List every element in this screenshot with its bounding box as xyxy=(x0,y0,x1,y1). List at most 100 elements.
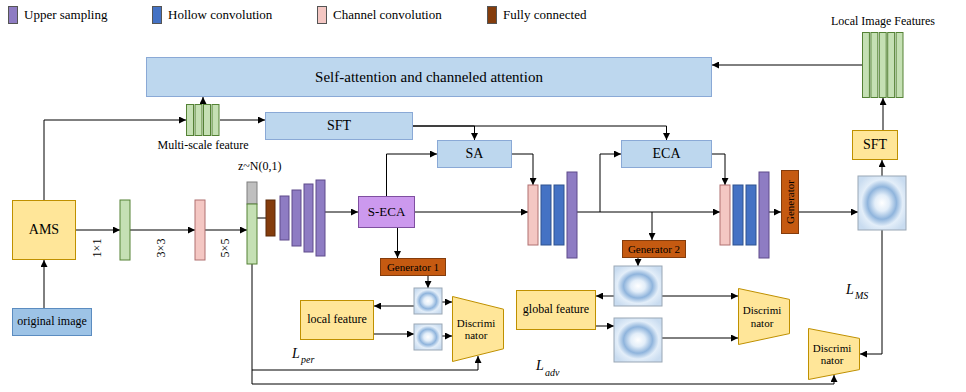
hollow-conv-bar xyxy=(733,185,743,245)
loss-subscript: per xyxy=(301,354,314,365)
node-text: local feature xyxy=(307,313,367,326)
legend-swatch xyxy=(317,6,327,24)
trapezoid-shape xyxy=(809,329,860,380)
node-text: ECA xyxy=(653,146,681,161)
feature-stack: Multi-scale feature xyxy=(186,104,220,136)
legend-swatch xyxy=(152,6,162,24)
legend-text: Channel convolution xyxy=(333,7,442,23)
attention-band: Self-attention and channeled attention xyxy=(146,57,712,97)
feature-bar xyxy=(247,204,257,264)
generator-box: Generator xyxy=(781,170,799,234)
fully-connected-bar xyxy=(266,200,275,236)
upsampling-bar xyxy=(567,172,577,258)
legend-item: Upper sampling xyxy=(8,6,107,24)
feature-bar xyxy=(120,200,130,260)
flow-line xyxy=(512,154,533,185)
node-text: Generator 2 xyxy=(628,243,680,255)
process-box: local feature xyxy=(300,300,374,340)
flow-line xyxy=(325,212,358,213)
flow-line xyxy=(130,230,195,231)
generated-image xyxy=(614,266,662,306)
connector-arrow xyxy=(387,154,438,196)
loss-line xyxy=(252,356,478,370)
node-text: SA xyxy=(466,146,484,161)
flow-line xyxy=(374,334,414,335)
node-text: S-ECA xyxy=(368,205,406,219)
feature-bar xyxy=(863,33,870,98)
flow-line xyxy=(442,336,452,337)
flow-line xyxy=(769,212,781,213)
discriminator-trapezoid: Discrimi nator xyxy=(452,296,504,362)
noise-label: z~N(0,1) xyxy=(238,160,281,173)
feature-bar xyxy=(195,105,202,136)
flow-line xyxy=(442,302,452,303)
legend-swatch xyxy=(8,6,18,24)
process-box: global feature xyxy=(516,290,596,330)
node-text: Discrimi nator xyxy=(454,317,498,341)
feature-bars xyxy=(862,32,904,98)
node-text: original image xyxy=(17,315,87,328)
node-text: Generator 1 xyxy=(387,261,439,273)
generator-box: Generator 2 xyxy=(622,240,686,258)
process-box: ECA xyxy=(621,140,712,168)
process-box: AMS xyxy=(12,200,76,260)
legend-item: Fully connected xyxy=(487,6,586,24)
node-text: Self-attention and channeled attention xyxy=(315,69,543,86)
flow-line xyxy=(638,258,639,266)
upsampling-bar xyxy=(759,172,769,258)
node-text: Discrimi nator xyxy=(810,342,854,366)
flow-line xyxy=(799,212,858,213)
feature-bar xyxy=(871,33,878,98)
upsampling-bar xyxy=(316,180,325,256)
flow-line xyxy=(577,212,720,213)
flow-line xyxy=(882,160,883,176)
flow-line xyxy=(712,154,725,185)
trapezoid-shape xyxy=(739,289,790,345)
feature-bar xyxy=(187,105,194,136)
legend-text: Fully connected xyxy=(503,7,586,23)
flow-line xyxy=(205,230,247,231)
feature-bar xyxy=(896,33,903,98)
feature-bar xyxy=(204,105,211,136)
connector-arrow xyxy=(413,126,667,140)
loss-symbol: L xyxy=(846,282,854,297)
feature-bar xyxy=(212,105,219,136)
hollow-conv-bar xyxy=(541,185,551,245)
upsampling-bar xyxy=(304,184,313,252)
node-text: Generator xyxy=(784,180,796,224)
channel-conv-bar xyxy=(528,185,538,245)
flow-line xyxy=(600,154,621,212)
feature-bar xyxy=(888,33,895,98)
real-image xyxy=(614,318,662,362)
node-text: AMS xyxy=(29,222,59,237)
real-image xyxy=(414,324,442,350)
connector-arrow xyxy=(203,97,204,104)
flow-line xyxy=(662,296,738,297)
upsampling-bar xyxy=(280,196,289,240)
hollow-conv-bar xyxy=(746,185,756,245)
connector-arrow xyxy=(712,65,862,66)
flow-line xyxy=(428,276,429,288)
feature-stack: Local Image Features xyxy=(862,32,904,98)
node-text: Multi-scale feature xyxy=(158,139,249,152)
connector-arrow xyxy=(413,126,475,140)
channel-conv-bar xyxy=(195,200,205,260)
legend-item: Channel convolution xyxy=(317,6,442,24)
connector-arrow xyxy=(44,260,45,308)
discriminator-trapezoid: Discrimi nator xyxy=(738,288,790,345)
discriminator-trapezoid: Discrimi nator xyxy=(808,328,860,380)
loss-symbol: L xyxy=(292,346,300,361)
loss-symbol: L xyxy=(536,358,544,373)
flow-line xyxy=(76,230,120,231)
process-box: SA xyxy=(437,140,512,168)
flow-line xyxy=(596,296,614,297)
channel-conv-bar xyxy=(720,185,730,245)
connector-arrow xyxy=(220,120,265,121)
generated-image xyxy=(414,288,442,314)
loss-subscript: MS xyxy=(855,290,868,301)
flow-line xyxy=(374,306,414,307)
flow-line xyxy=(662,338,738,339)
noise-bar xyxy=(247,182,257,204)
